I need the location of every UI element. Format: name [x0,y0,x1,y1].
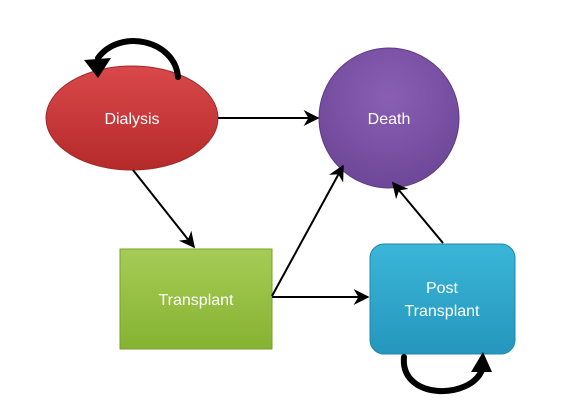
arrow-dialysis-to-transplant [132,169,195,249]
transplant-label: Transplant [159,292,235,309]
post-transplant-self-loop-arrow [400,352,492,395]
post-transplant-node: Post Transplant [369,243,516,355]
post-transplant-label-line1: Post [426,280,459,297]
arrow-post-transplant-to-death [391,181,444,244]
arrow-transplant-to-death [271,164,344,297]
post-transplant-rect [369,243,516,355]
dialysis-node: Dialysis [45,65,219,171]
transplant-node: Transplant [119,248,273,350]
death-label: Death [368,111,411,128]
transplant-rect [119,248,273,350]
dialysis-label: Dialysis [104,111,159,128]
death-node: Death [318,47,460,189]
post-transplant-label-line2: Transplant [405,303,481,320]
dialysis-self-loop-arrow [84,38,181,80]
